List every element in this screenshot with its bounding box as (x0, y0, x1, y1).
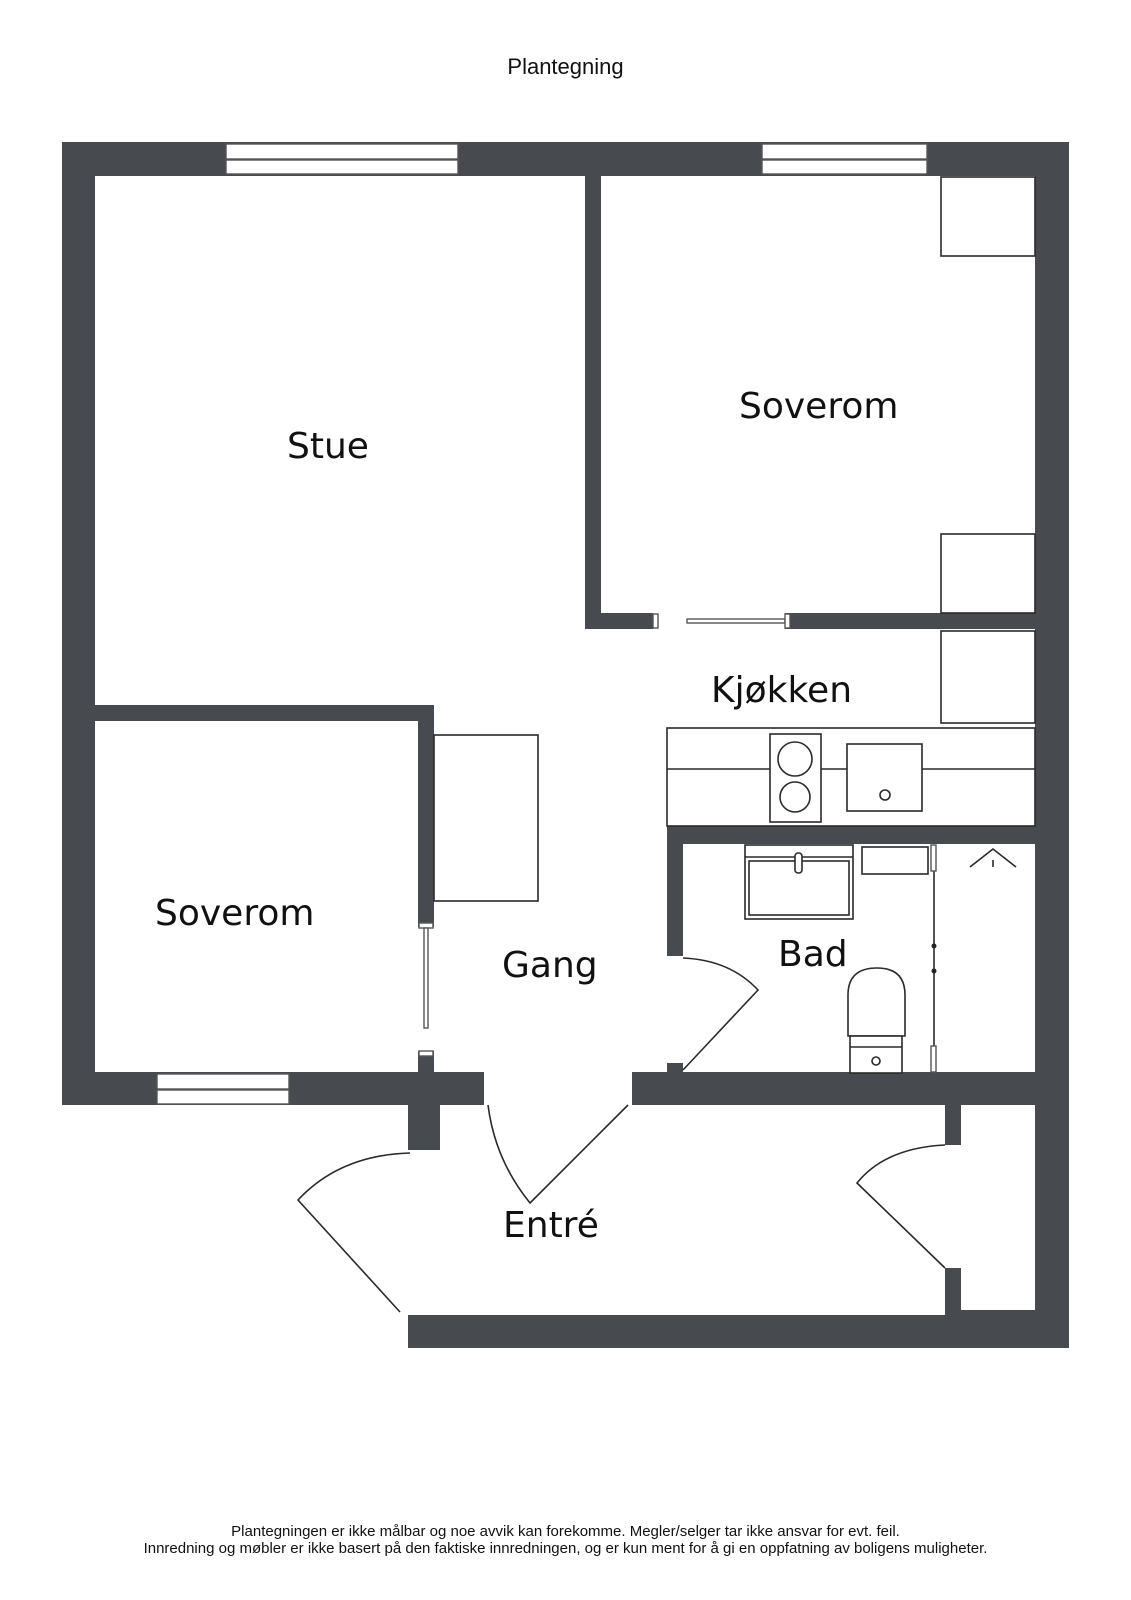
room-label-soverom-2: Soverom (155, 893, 315, 934)
window-soverom-1 (761, 143, 928, 175)
disclaimer-line-2: Innredning og møbler er ikke basert på d… (143, 1540, 988, 1557)
room-label-entre: Entré (503, 1205, 599, 1246)
drain-icon (969, 847, 1017, 868)
bathroom-fixtures (744, 844, 1017, 1074)
room-label-stue: Stue (287, 426, 369, 467)
sliding-doors (418, 613, 791, 1057)
disclaimer-line-1: Plantegningen er ikke målbar og noe avvi… (231, 1523, 900, 1540)
swing-doors (296, 957, 946, 1313)
windows (156, 143, 928, 1105)
fridge (940, 630, 1036, 724)
interior-walls (62, 176, 1069, 1318)
kitchen-counter (666, 727, 1036, 827)
disclaimer: Plantegningen er ikke målbar og noe avvi… (0, 1523, 1131, 1557)
closet-gang (433, 734, 539, 902)
room-label-bad: Bad (778, 934, 848, 975)
furniture (433, 176, 1036, 902)
window-soverom-2 (156, 1073, 290, 1105)
sink (846, 743, 923, 812)
room-label-soverom-1: Soverom (739, 386, 899, 427)
plan-title: Plantegning (507, 54, 624, 79)
wardrobe-top (940, 176, 1036, 257)
wardrobe-bottom (940, 533, 1036, 614)
room-label-gang: Gang (502, 945, 598, 986)
room-label-kjokken: Kjøkken (711, 670, 853, 711)
window-stue (225, 143, 459, 175)
cabinet (861, 846, 929, 875)
stove (769, 733, 822, 823)
toilet (847, 967, 906, 1037)
